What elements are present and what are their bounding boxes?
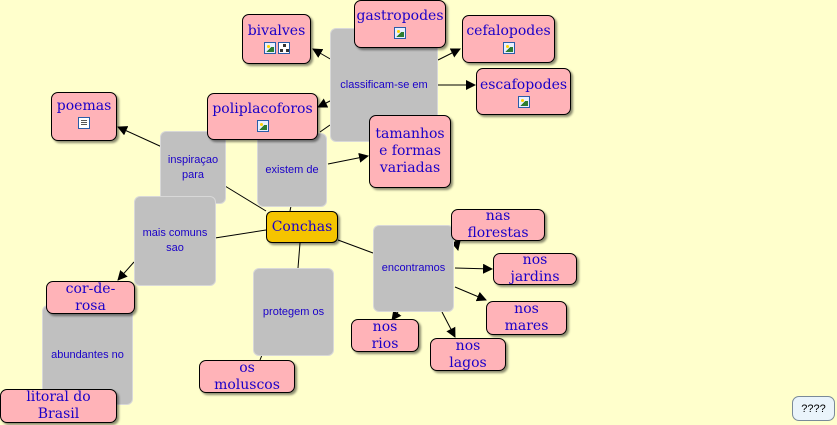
concept-nos-rios[interactable]: nos rios bbox=[351, 319, 419, 352]
concept-tamanhos[interactable]: tamanhos e formas variadas bbox=[369, 115, 451, 188]
concept-nas-florestas[interactable]: nas florestas bbox=[451, 208, 545, 241]
concept-cor-de-rosa[interactable]: cor-de-rosa bbox=[46, 281, 135, 314]
text-doc-icon[interactable] bbox=[78, 117, 90, 129]
concept-nos-mares[interactable]: nos mares bbox=[486, 301, 567, 335]
image-icon[interactable] bbox=[394, 27, 406, 39]
concept-label: nos jardins bbox=[510, 252, 560, 285]
image-icon[interactable] bbox=[517, 96, 530, 108]
phrase-label: protegem os bbox=[262, 305, 325, 318]
image-icon[interactable] bbox=[263, 42, 276, 54]
concept-cefalopodes[interactable]: cefalopodes bbox=[462, 15, 555, 63]
phrase-protegem[interactable]: protegem os bbox=[253, 268, 334, 356]
phrase-label: abundantes no bbox=[51, 348, 124, 361]
concept-label: nas florestas bbox=[467, 208, 529, 241]
phrase-label: mais comuns sao bbox=[142, 227, 208, 254]
concept-label: poliplacoforos bbox=[212, 101, 313, 117]
concept-label: tamanhos e formas variadas bbox=[375, 126, 445, 176]
help-button[interactable]: ???? bbox=[792, 396, 835, 421]
phrase-encontramos[interactable]: encontramos bbox=[373, 225, 454, 312]
concept-bivalves[interactable]: bivalves bbox=[242, 14, 311, 64]
concept-label: cefalopodes bbox=[466, 23, 551, 39]
phrase-label: encontramos bbox=[381, 262, 446, 274]
concept-label: nos mares bbox=[504, 301, 549, 334]
concept-nos-lagos[interactable]: nos lagos bbox=[430, 338, 506, 371]
center-label: Conchas bbox=[271, 219, 333, 235]
concept-label: poemas bbox=[56, 98, 112, 114]
hierarchy-icon[interactable] bbox=[277, 42, 290, 54]
concept-center-conchas[interactable]: Conchas bbox=[266, 211, 338, 243]
phrase-mais-comuns[interactable]: mais comuns sao bbox=[134, 196, 216, 286]
concept-nos-jardins[interactable]: nos jardins bbox=[493, 252, 577, 285]
concept-escafopodes[interactable]: escafopodes bbox=[476, 68, 571, 115]
concept-label: gastropodes bbox=[356, 8, 444, 24]
phrase-abundantes[interactable]: abundantes no bbox=[42, 305, 133, 405]
image-icon[interactable] bbox=[502, 42, 515, 54]
phrase-inspiracao[interactable]: inspiraçao para bbox=[160, 131, 226, 204]
phrase-label: inspiraçao para bbox=[167, 153, 219, 181]
concept-poemas[interactable]: poemas bbox=[51, 92, 117, 141]
concept-poliplacoforos[interactable]: poliplacoforos bbox=[207, 93, 318, 140]
concept-label: os moluscos bbox=[214, 359, 280, 393]
concept-label: nos rios bbox=[371, 318, 399, 352]
phrase-label: existem de bbox=[265, 163, 319, 176]
concept-gastropodes[interactable]: gastropodes bbox=[354, 0, 446, 48]
phrase-existem[interactable]: existem de bbox=[257, 133, 327, 207]
concept-label: bivalves bbox=[247, 23, 306, 39]
concept-label: cor-de-rosa bbox=[65, 280, 116, 314]
concept-label: litoral do Brasil bbox=[26, 389, 91, 422]
concept-litoral[interactable]: litoral do Brasil bbox=[0, 389, 117, 423]
image-icon[interactable] bbox=[256, 120, 269, 132]
concept-os-moluscos[interactable]: os moluscos bbox=[199, 360, 295, 393]
concept-label: escafopodes bbox=[479, 77, 568, 93]
concept-label: nos lagos bbox=[449, 337, 487, 371]
phrase-label: classificam-se em bbox=[340, 78, 428, 91]
